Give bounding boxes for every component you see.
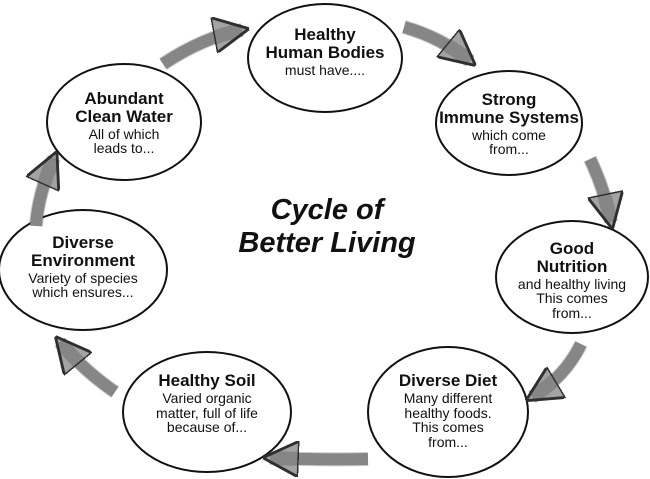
arrow-diverse-diet-to-healthy-soil	[270, 458, 369, 459]
node-title-diverse-environment: Diverse Environment	[31, 233, 135, 270]
arrow-strong-immune-systems-to-good-nutrition-outline	[583, 155, 618, 224]
node-body-healthy-soil: Varied organic matter, full of life beca…	[156, 389, 258, 436]
node-good-nutrition-ellipse	[495, 220, 649, 334]
arrow-diverse-environment-to-abundant-clean-water-outline	[29, 155, 61, 227]
node-abundant-clean-water-ellipse	[46, 63, 202, 181]
node-title-abundant-clean-water: Abundant Clean Water	[75, 89, 173, 126]
arrow-healthy-soil-to-diverse-environment-outline	[54, 337, 119, 398]
node-body-diverse-environment: Variety of species which ensures...	[28, 269, 138, 301]
node-diverse-diet-ellipse	[367, 346, 529, 478]
node-diverse-environment-ellipse	[0, 209, 168, 331]
node-body-abundant-clean-water: All of which leads to...	[88, 125, 160, 157]
node-title-healthy-soil: Healthy Soil	[158, 371, 256, 390]
arrow-strong-immune-systems-to-good-nutrition	[584, 156, 611, 222]
arrow-diverse-diet-to-healthy-soil-outline	[269, 451, 369, 467]
arrow-healthy-soil-to-diverse-environment	[60, 342, 119, 397]
node-diverse-diet: Diverse Diet Many different healthy food…	[374, 372, 522, 450]
node-good-nutrition: Good Nutrition and healthy living This c…	[498, 240, 646, 321]
node-abundant-clean-water: Abundant Clean Water All of which leads …	[52, 90, 196, 156]
node-healthy-soil-ellipse	[122, 351, 292, 473]
arrow-healthy-human-bodies-to-strong-immune-systems	[402, 21, 470, 61]
arrow-abundant-clean-water-to-healthy-human-bodies-outline	[159, 23, 244, 70]
node-healthy-human-bodies-ellipse	[247, 3, 403, 113]
arrow-good-nutrition-to-diverse-diet	[532, 341, 587, 397]
node-body-good-nutrition: and healthy living This comes from...	[517, 275, 627, 322]
arrow-good-nutrition-to-diverse-diet-outline	[528, 340, 588, 403]
node-body-diverse-diet: Many different healthy foods. This comes…	[403, 389, 493, 450]
arrow-healthy-human-bodies-to-strong-immune-systems-outline	[401, 20, 475, 67]
node-diverse-environment: Diverse Environment Variety of species w…	[7, 234, 159, 300]
node-strong-immune-systems: Strong Immune Systems which come from...	[439, 91, 579, 157]
node-healthy-human-bodies: Healthy Human Bodies must have....	[252, 26, 398, 77]
node-healthy-soil: Healthy Soil Varied organic matter, full…	[128, 372, 286, 435]
node-title-diverse-diet: Diverse Diet	[398, 371, 498, 390]
node-strong-immune-systems-ellipse	[435, 70, 583, 176]
node-body-strong-immune-systems: which come from...	[472, 126, 546, 158]
arrow-abundant-clean-water-to-healthy-human-bodies	[159, 30, 242, 70]
node-body-healthy-human-bodies: must have....	[284, 61, 366, 78]
node-title-healthy-human-bodies: Healthy Human Bodies	[265, 25, 385, 62]
diagram-title: Cycle of Better Living	[238, 194, 416, 260]
node-title-good-nutrition: Good Nutrition	[536, 239, 608, 276]
arrow-diverse-environment-to-abundant-clean-water	[36, 158, 54, 227]
node-title-strong-immune-systems: Strong Immune Systems	[439, 90, 579, 127]
